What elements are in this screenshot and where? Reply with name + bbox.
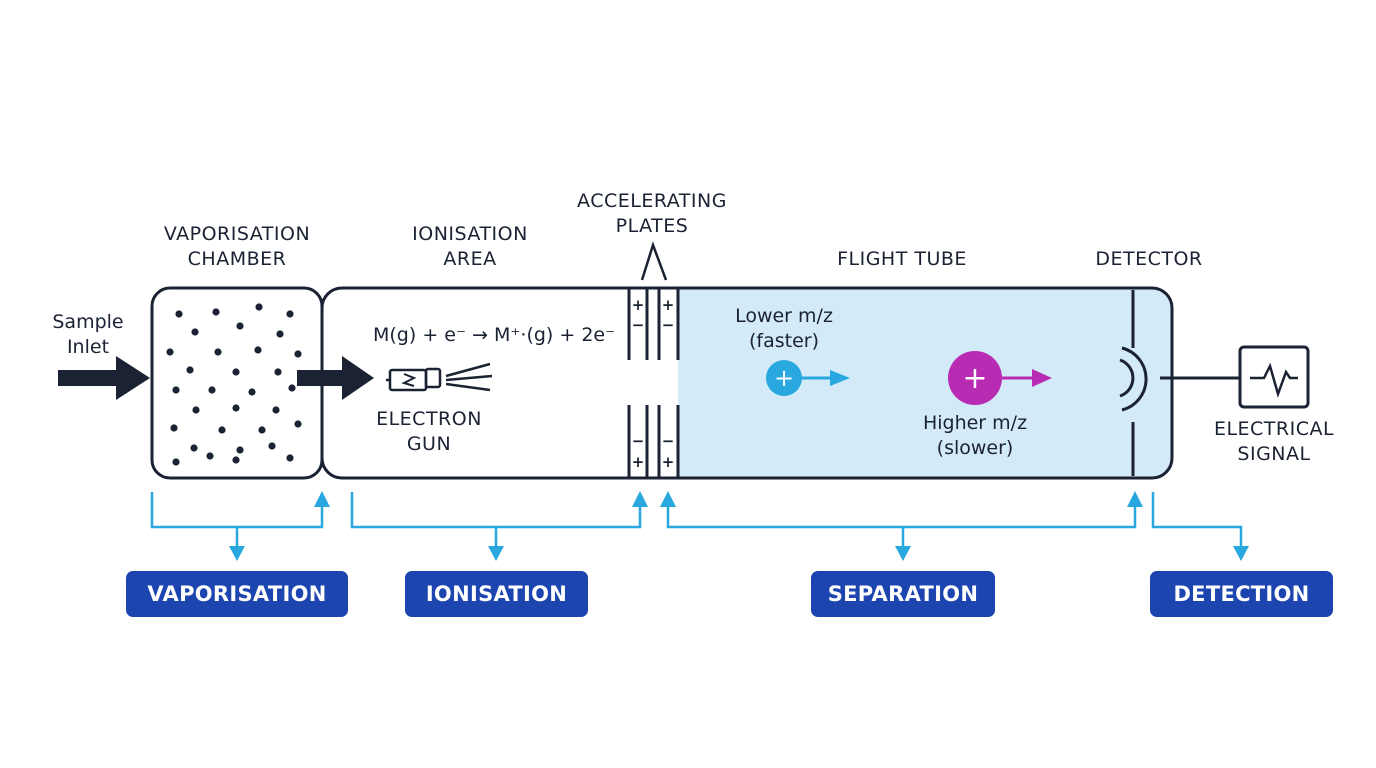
- sample-inlet-line1: Sample: [52, 311, 124, 333]
- electron-gun-icon: [386, 362, 493, 392]
- arrow-right-icon: [297, 356, 374, 400]
- sample-particle: [175, 310, 183, 318]
- sample-particle: [236, 446, 244, 454]
- ionisation-area-line2: AREA: [443, 248, 497, 270]
- sample-particle: [190, 444, 198, 452]
- sample-particle: [206, 452, 214, 460]
- bracket-arrowheads: [229, 491, 1249, 561]
- electron-gun-label: ELECTRON GUN: [354, 407, 504, 457]
- higher-mz-label: Higher m/z (slower): [900, 411, 1050, 461]
- sample-particle: [218, 426, 226, 434]
- lower-mz-label: Lower m/z (faster): [714, 304, 854, 354]
- sample-particle: [191, 328, 199, 336]
- electrical-signal-label: ELECTRICAL SIGNAL: [1196, 417, 1352, 467]
- lower-mz-ion: +: [766, 360, 850, 396]
- higher-mz-line2: (slower): [936, 437, 1014, 459]
- sample-particle: [232, 404, 240, 412]
- stage-ionisation: IONISATION: [405, 571, 588, 617]
- ionisation-area-label: IONISATION AREA: [370, 222, 570, 272]
- stage-separation: SEPARATION: [811, 571, 995, 617]
- sample-particle: [255, 303, 263, 311]
- vaporisation-chamber-label: VAPORISATION CHAMBER: [137, 222, 337, 272]
- stage-vaporisation: VAPORISATION: [126, 571, 348, 617]
- signal-waveform-icon: [1238, 345, 1310, 409]
- sample-particle: [294, 350, 302, 358]
- sample-particle: [268, 442, 276, 450]
- sample-particle: [232, 456, 240, 464]
- sample-inlet-line2: Inlet: [66, 336, 110, 358]
- sample-particle: [272, 406, 280, 414]
- accelerating-plates-label: ACCELERATING PLATES: [551, 189, 753, 239]
- accelerating-plates-line1: ACCELERATING: [577, 190, 727, 212]
- plate-sign: +: [662, 453, 675, 471]
- sample-particle: [214, 348, 222, 356]
- stage-detection: DETECTION: [1150, 571, 1333, 617]
- sample-particle: [208, 386, 216, 394]
- plate-signs-top: + − + −: [632, 296, 675, 334]
- electrical-signal-line1: ELECTRICAL: [1213, 418, 1335, 440]
- svg-text:+: +: [774, 364, 794, 392]
- plate-sign: +: [632, 453, 645, 471]
- sample-particle: [286, 310, 294, 318]
- sample-particle: [258, 426, 266, 434]
- sample-particle: [254, 346, 262, 354]
- detector-label: DETECTOR: [1095, 248, 1203, 270]
- higher-mz-ion: +: [948, 351, 1052, 405]
- sample-particle: [186, 366, 194, 374]
- sample-particle: [172, 386, 180, 394]
- flight-tube-label: FLIGHT TUBE: [837, 248, 967, 270]
- sample-particle: [274, 368, 282, 376]
- vaporisation-chamber-line1: VAPORISATION: [163, 223, 311, 245]
- sample-particles: [166, 303, 302, 466]
- sample-particle: [172, 458, 180, 466]
- plate-sign: −: [632, 316, 645, 334]
- lower-mz-line2: (faster): [748, 330, 819, 352]
- accelerating-plates-line2: PLATES: [615, 215, 689, 237]
- sample-particle: [288, 384, 296, 392]
- sample-inlet-label: Sample Inlet: [40, 310, 136, 360]
- lower-mz-line1: Lower m/z: [735, 305, 833, 327]
- sample-particle: [286, 454, 294, 462]
- vaporisation-chamber-line2: CHAMBER: [187, 248, 287, 270]
- plates-pointer: [640, 241, 668, 281]
- sample-particle: [232, 368, 240, 376]
- sample-particle: [170, 424, 178, 432]
- plate-sign: −: [662, 432, 675, 450]
- svg-text:+: +: [962, 361, 987, 396]
- plate-sign: −: [662, 316, 675, 334]
- electrical-signal-line2: SIGNAL: [1237, 443, 1311, 465]
- sample-particle: [192, 406, 200, 414]
- electron-gun-line1: ELECTRON: [376, 408, 482, 430]
- arrow-right-icon: [58, 356, 150, 400]
- sample-particle: [212, 308, 220, 316]
- flight-tube-fill: [678, 288, 1172, 478]
- sample-particle: [294, 420, 302, 428]
- plate-sign: −: [632, 432, 645, 450]
- detector-cup-icon: [1119, 290, 1240, 476]
- plate-sign: +: [662, 296, 675, 314]
- ionisation-area-line1: IONISATION: [412, 223, 528, 245]
- electron-gun-line2: GUN: [406, 433, 452, 455]
- stage-brackets: [150, 492, 1243, 548]
- accelerating-plates-bottom: [627, 405, 680, 478]
- accelerating-plates-top: [627, 288, 680, 360]
- higher-mz-line1: Higher m/z: [922, 412, 1028, 434]
- sample-particle: [248, 388, 256, 396]
- sample-particle: [166, 348, 174, 356]
- plate-sign: +: [632, 296, 645, 314]
- sample-particle: [236, 322, 244, 330]
- ionisation-equation: M(g) + e⁻ → M⁺·(g) + 2e⁻: [373, 324, 616, 346]
- plate-signs-bottom: − + − +: [632, 432, 675, 471]
- sample-particle: [276, 330, 284, 338]
